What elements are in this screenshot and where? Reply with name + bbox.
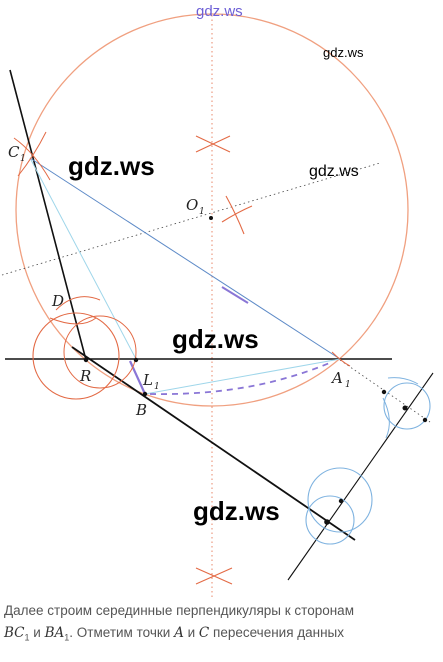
watermark-large-1: gdz.ws <box>68 151 155 181</box>
point-aux-4 <box>338 498 344 504</box>
point-aux-3 <box>422 417 428 423</box>
label-l: L <box>142 371 153 389</box>
label-l-sub: 1 <box>154 382 160 392</box>
auxiliary-slanted-line <box>287 372 434 581</box>
side-line-c1-r <box>9 69 87 361</box>
caption-line-2: BC1 и BA1. Отметим точки A и C пересечен… <box>4 622 440 649</box>
blue-arc-upper-2 <box>387 377 419 385</box>
cross-mark-bottom <box>195 567 233 585</box>
point-r <box>83 357 89 363</box>
point-aux-2 <box>402 405 408 411</box>
caption-line-1: Далее строим серединные перпендикуляры к… <box>4 603 354 618</box>
label-r: R <box>79 367 91 385</box>
label-a: A <box>330 369 343 387</box>
caption: Далее строим серединные перпендикуляры к… <box>4 600 440 649</box>
side-line-r-b <box>71 346 356 541</box>
point-o1 <box>209 216 213 220</box>
watermark-mid: gdz.ws <box>309 163 359 180</box>
blue-circle-lower-b <box>305 495 355 545</box>
label-b: B <box>135 401 147 419</box>
c1-arc-mark-2 <box>17 131 47 177</box>
watermark-top: gdz.ws <box>196 3 243 20</box>
arc-circle-right <box>63 315 137 389</box>
blue-arc-upper-1 <box>382 397 390 439</box>
arc-circle-left <box>32 312 120 400</box>
aux-line-c1-l1 <box>29 157 137 360</box>
circumcircle <box>15 13 409 407</box>
caption-point-c: C <box>198 625 210 641</box>
aux-line-b-a1 <box>144 358 341 395</box>
caption-and: и <box>33 625 41 640</box>
label-a-sub: 1 <box>345 380 351 390</box>
caption-rest1: . Отметим точки <box>69 625 171 640</box>
arc-mark-d-1 <box>55 296 101 311</box>
a1-arc-mark <box>331 351 351 367</box>
label-c: C <box>8 143 20 161</box>
label-c-sub: 1 <box>20 154 26 164</box>
caption-seg1-sub: 1 <box>24 632 30 643</box>
watermark-large-2: gdz.ws <box>172 324 259 354</box>
purple-highlight-mid <box>128 360 147 395</box>
watermark-large-3: gdz.ws <box>193 496 280 526</box>
point-aux-5 <box>324 519 330 525</box>
purple-dashed-arc <box>149 361 333 395</box>
caption-and-2: и <box>187 625 196 640</box>
cross-mark-o1-2 <box>221 205 253 223</box>
purple-highlight-top <box>221 286 249 304</box>
caption-rest2: пересечения данных <box>213 625 345 640</box>
cross-mark-o1-1 <box>225 195 245 235</box>
arc-mark-d-2 <box>49 317 97 325</box>
blue-circle-lower-a <box>307 467 373 533</box>
point-aux-1 <box>381 389 387 395</box>
chord-c1-a1 <box>29 157 341 360</box>
point-b <box>142 391 148 397</box>
cross-mark-top <box>195 135 231 153</box>
caption-point-a: A <box>174 625 184 641</box>
caption-seg2-sub: 1 <box>64 632 70 643</box>
diagonal-perpendicular-bisector <box>1 162 381 276</box>
point-l1 <box>133 357 139 363</box>
caption-seg2: BA <box>44 625 65 641</box>
blue-circle-upper <box>383 382 431 430</box>
label-o: O <box>186 196 198 214</box>
caption-seg1: BC <box>4 625 25 641</box>
label-o-sub: 1 <box>199 207 205 217</box>
watermark-small: gdz.ws <box>323 45 364 60</box>
label-d: D <box>51 292 64 310</box>
